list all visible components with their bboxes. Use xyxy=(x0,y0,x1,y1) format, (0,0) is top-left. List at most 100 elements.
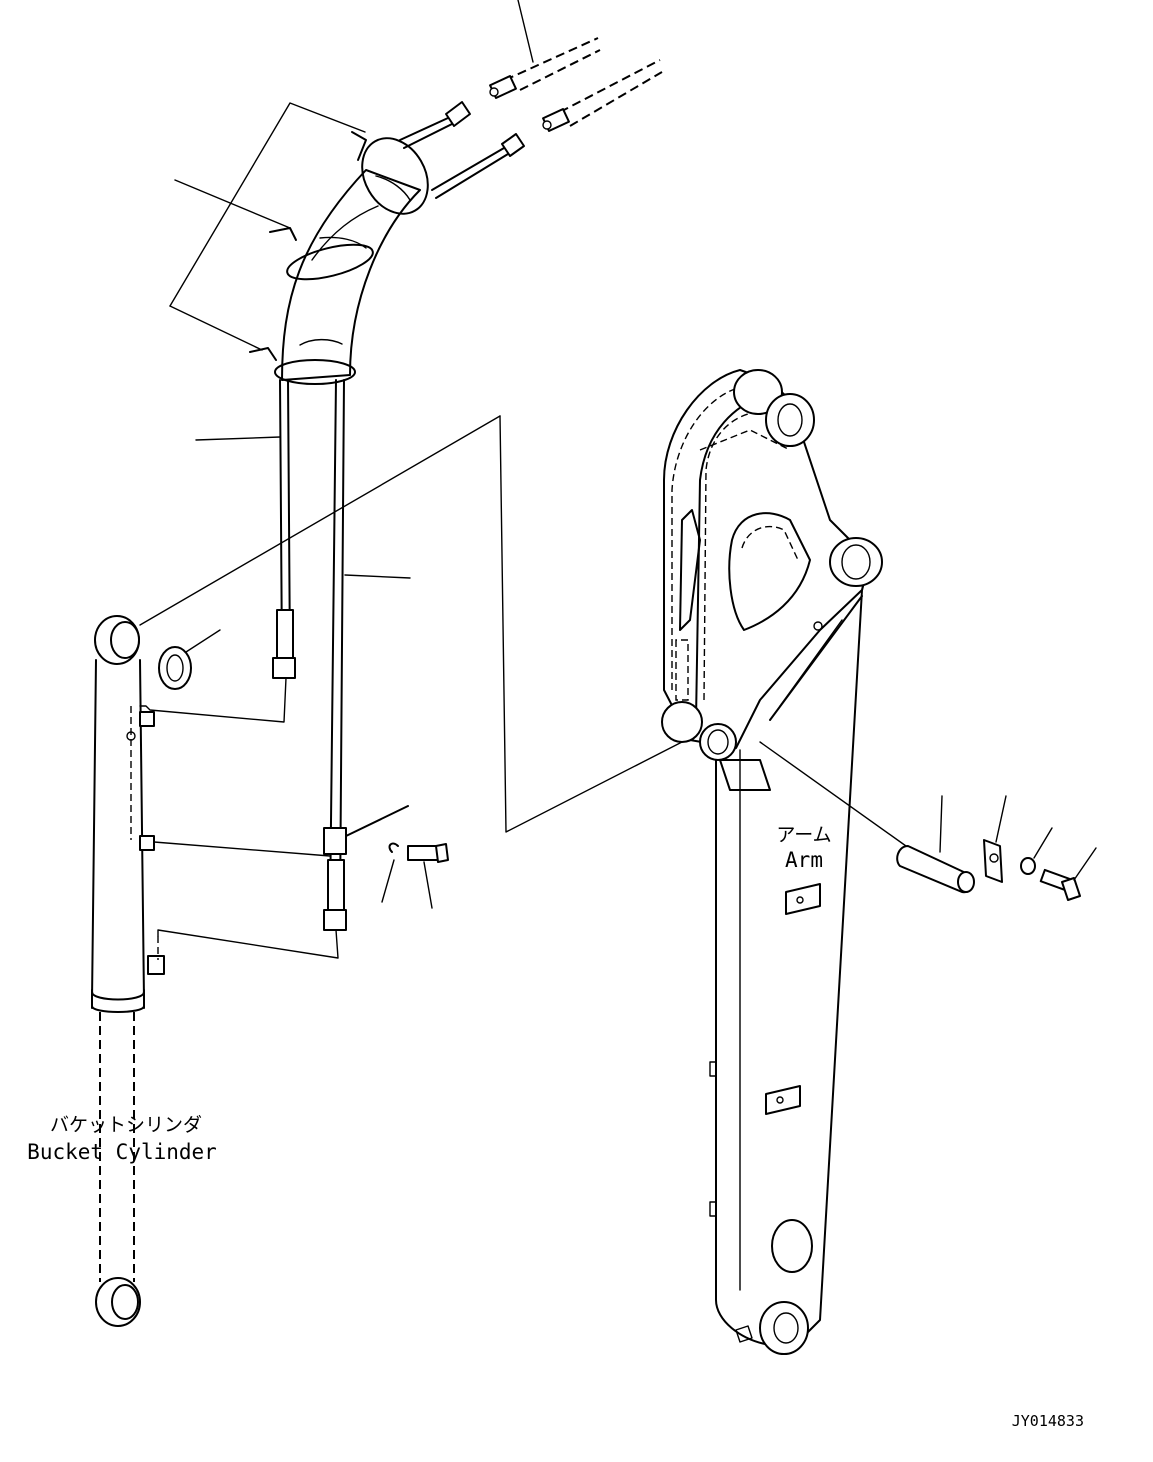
hose-adapter-upper xyxy=(489,75,517,99)
arm-gusset-line xyxy=(779,619,843,707)
leader-arm-to-pin xyxy=(759,741,907,847)
drawing-number: JY014833 xyxy=(1012,1412,1084,1430)
cylinder-port-middle xyxy=(139,835,155,851)
callout-leader-hose-left xyxy=(195,436,281,441)
arm-top-boss-bore xyxy=(777,403,803,437)
retainer-plate-hole xyxy=(989,853,999,863)
hose-adapter-lower xyxy=(542,108,570,132)
pin-end xyxy=(957,871,975,893)
leader-left-hose-to-port xyxy=(139,677,287,723)
arm-cylinder-boss xyxy=(829,537,883,587)
clamp-band-middle xyxy=(286,243,374,281)
leader-clamp-to-port xyxy=(153,841,331,857)
callout-leader-top xyxy=(517,0,534,63)
bracket-plate-1 xyxy=(351,131,367,161)
hose-protector-assembly xyxy=(169,0,663,931)
callout-leader-washer-right xyxy=(1033,827,1053,859)
leader-cylinder-to-arm xyxy=(139,415,501,626)
arm-grease-point xyxy=(813,621,823,631)
hose-nut-right xyxy=(323,909,347,931)
hose-right-line-b xyxy=(339,379,345,911)
hose-crimp-right xyxy=(327,859,345,911)
arm-top-boss xyxy=(733,369,783,415)
arm-bottom-tab xyxy=(735,1325,753,1343)
arm-window-hidden xyxy=(741,525,799,561)
hose-continuation-lower-2 xyxy=(569,71,663,127)
callout-leader-bolt xyxy=(423,861,433,909)
arm-side-stub-2 xyxy=(709,1201,717,1217)
arm-bracket-hidden-edge xyxy=(671,387,746,690)
clamp-band-upper xyxy=(361,137,429,215)
arm-pin-boss-right xyxy=(699,723,737,761)
retainer-plate-icon xyxy=(983,839,1003,883)
arm-cylinder-boss-bore xyxy=(841,544,871,580)
leader-arm-pin xyxy=(499,415,683,833)
hose-continuation-upper xyxy=(504,37,599,81)
callout-leader-plate xyxy=(995,795,1007,843)
o-ring-icon xyxy=(158,646,192,690)
arm-window-lower-hidden xyxy=(675,639,689,701)
hose-clamp-block xyxy=(323,827,347,855)
leader-right-hose-to-port xyxy=(157,929,339,959)
bracket-plate-3 xyxy=(249,347,277,361)
callout-leader-pin xyxy=(939,795,943,853)
retainer-bolt-head xyxy=(1061,877,1081,901)
hose-protector-sleeve xyxy=(281,169,421,381)
arm-mount-hole-lower xyxy=(776,1096,784,1104)
bucket-cylinder-label-jp: バケットシリンダ xyxy=(50,1114,202,1136)
arm-label-jp: アーム xyxy=(776,824,831,846)
hose-right-line-a xyxy=(329,379,337,911)
arm-window-main xyxy=(728,512,811,631)
arm-base-slot xyxy=(719,759,771,791)
cylinder-tube-left xyxy=(91,659,97,1001)
arm-label-en: Arm xyxy=(785,848,823,872)
arm-bucket-boss-bore xyxy=(773,1312,799,1344)
cylinder-tube-bottom xyxy=(91,991,145,1001)
washer-icon xyxy=(1020,857,1036,875)
hose-crimp-left xyxy=(276,609,294,661)
cylinder-port-upper xyxy=(139,711,155,727)
callout-leader-o-ring xyxy=(185,629,221,653)
hose-continuation-upper-2 xyxy=(519,49,601,91)
arm-window-side xyxy=(679,509,701,631)
sleeve-seam xyxy=(311,205,379,261)
sleeve-rib xyxy=(299,338,343,346)
cylinder-port-lower xyxy=(147,955,165,975)
clamp-band-lower xyxy=(274,359,356,385)
hose-fitting-lower xyxy=(431,133,525,199)
hose-nut-left xyxy=(272,657,296,679)
arm-top-hidden xyxy=(699,429,791,451)
cylinder-top-eye-bore xyxy=(110,621,140,659)
cylinder-bottom-eye-bore xyxy=(111,1284,139,1320)
sleeve-rib-3 xyxy=(375,175,411,201)
clamp-bolt-head xyxy=(435,843,449,863)
callout-leader-bolt-right xyxy=(1073,847,1097,881)
arm-pin-boss-bore xyxy=(707,729,729,755)
arm-bucket-boss xyxy=(759,1301,809,1355)
callout-leader-washer xyxy=(381,859,395,903)
lock-washer-icon xyxy=(388,842,399,853)
arm-link-boss xyxy=(771,1219,813,1273)
arm-side-stub-1 xyxy=(709,1061,717,1077)
clamp-bolt-shank xyxy=(407,845,439,861)
bucket-cylinder-label-en: Bucket Cylinder xyxy=(27,1140,217,1164)
arm-top-boss-2 xyxy=(765,393,815,447)
o-ring-bore xyxy=(166,654,184,682)
pin-retainer-set xyxy=(896,795,1097,901)
bracket-plate-2 xyxy=(269,227,297,241)
arm-mount-hole-upper xyxy=(796,896,804,904)
callout-leader-clamp-block xyxy=(345,805,409,837)
callout-leader-clamp xyxy=(174,179,291,229)
hose-continuation-lower xyxy=(559,59,661,113)
callout-bracket-protector xyxy=(169,102,366,307)
clamp-bolt-set xyxy=(381,842,449,909)
arm-pin-boss-left xyxy=(661,701,703,743)
arm-assembly xyxy=(661,369,907,1355)
callout-leader-hose-right xyxy=(344,574,411,579)
bucket-cylinder xyxy=(91,415,683,1327)
callout-bracket-low xyxy=(169,305,263,351)
hose-fitting-upper xyxy=(399,101,471,149)
arm-body xyxy=(715,559,871,1346)
